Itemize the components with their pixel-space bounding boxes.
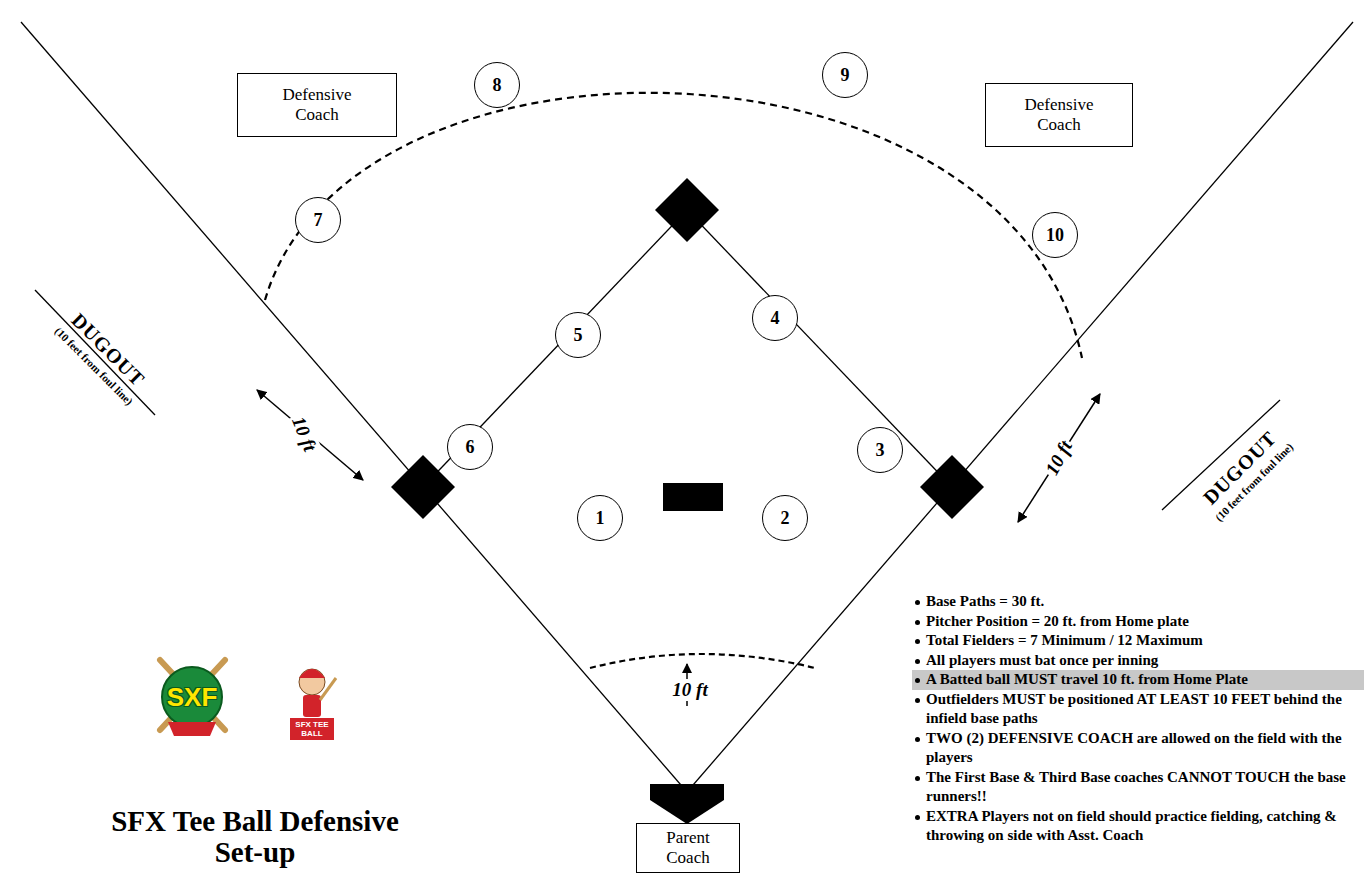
bullet-dot bbox=[915, 639, 920, 644]
rule-text: TWO (2) DEFENSIVE COACH are allowed on t… bbox=[926, 730, 1342, 766]
logo-text: SFX TEE BALL bbox=[292, 720, 332, 738]
rule-text: Pitcher Position = 20 ft. from Home plat… bbox=[926, 613, 1189, 629]
rule-item: All players must bat once per inning bbox=[912, 651, 1364, 671]
bullet-dot bbox=[915, 659, 920, 664]
fielder-circle: 7 bbox=[295, 197, 341, 243]
position-number: 5 bbox=[574, 325, 583, 346]
rule-item: Pitcher Position = 20 ft. from Home plat… bbox=[912, 612, 1364, 632]
bullet-dot bbox=[915, 678, 920, 683]
rule-text: Outfielders MUST be positioned AT LEAST … bbox=[926, 691, 1342, 727]
bullet-dot bbox=[915, 698, 920, 703]
rule-item: TWO (2) DEFENSIVE COACH are allowed on t… bbox=[912, 729, 1364, 768]
position-number: 6 bbox=[466, 437, 475, 458]
coach-label: Parent Coach bbox=[648, 828, 728, 867]
logo-text: SXF bbox=[167, 682, 218, 713]
rule-text: EXTRA Players not on field should practi… bbox=[926, 808, 1337, 844]
coach-box: Parent Coach bbox=[636, 823, 740, 873]
fielder-circle: 1 bbox=[577, 495, 623, 541]
dimension-label: 10 ft bbox=[286, 412, 321, 457]
coach-label: Defensive Coach bbox=[1012, 95, 1107, 134]
rule-item: Outfielders MUST be positioned AT LEAST … bbox=[912, 690, 1364, 729]
dimension-label: 10 ft bbox=[1040, 435, 1078, 480]
rule-text: A Batted ball MUST travel 10 ft. from Ho… bbox=[926, 671, 1248, 687]
position-number: 7 bbox=[314, 210, 323, 231]
bullet-dot bbox=[915, 600, 920, 605]
dimension-label: 10 ft bbox=[670, 679, 709, 701]
fielder-circle: 5 bbox=[555, 312, 601, 358]
fielder-circle: 4 bbox=[752, 295, 798, 341]
position-number: 2 bbox=[781, 508, 790, 529]
position-number: 1 bbox=[596, 508, 605, 529]
position-number: 4 bbox=[771, 308, 780, 329]
fielder-circle: 9 bbox=[822, 52, 868, 98]
bullet-dot bbox=[915, 737, 920, 742]
position-number: 8 bbox=[493, 75, 502, 96]
fielder-circle: 2 bbox=[762, 495, 808, 541]
rule-item: Base Paths = 30 ft. bbox=[912, 592, 1364, 612]
rule-item: Total Fielders = 7 Minimum / 12 Maximum bbox=[912, 631, 1364, 651]
rules-list: Base Paths = 30 ft. Pitcher Position = 20… bbox=[912, 592, 1364, 846]
coach-box: Defensive Coach bbox=[237, 73, 397, 137]
rule-text: All players must bat once per inning bbox=[926, 652, 1158, 668]
fielder-circle: 3 bbox=[857, 427, 903, 473]
rule-text: The First Base & Third Base coaches CANN… bbox=[926, 769, 1346, 805]
position-number: 9 bbox=[841, 65, 850, 86]
rule-item: The First Base & Third Base coaches CANN… bbox=[912, 768, 1364, 807]
fielder-circle: 10 bbox=[1032, 212, 1078, 258]
rule-text: Total Fielders = 7 Minimum / 12 Maximum bbox=[926, 632, 1203, 648]
position-number: 3 bbox=[876, 440, 885, 461]
diagram-title: SFX Tee Ball Defensive Set-up bbox=[110, 806, 400, 868]
coach-box: Defensive Coach bbox=[985, 83, 1133, 147]
bullet-dot bbox=[915, 776, 920, 781]
bullet-dot bbox=[915, 620, 920, 625]
position-number: 10 bbox=[1046, 225, 1064, 246]
rule-item: A Batted ball MUST travel 10 ft. from Ho… bbox=[912, 670, 1364, 690]
coach-label: Defensive Coach bbox=[270, 85, 365, 124]
rule-item: EXTRA Players not on field should practi… bbox=[912, 807, 1364, 846]
rule-text: Base Paths = 30 ft. bbox=[926, 593, 1044, 609]
fielder-circle: 6 bbox=[447, 424, 493, 470]
bullet-dot bbox=[915, 815, 920, 820]
fielder-circle: 8 bbox=[474, 62, 520, 108]
